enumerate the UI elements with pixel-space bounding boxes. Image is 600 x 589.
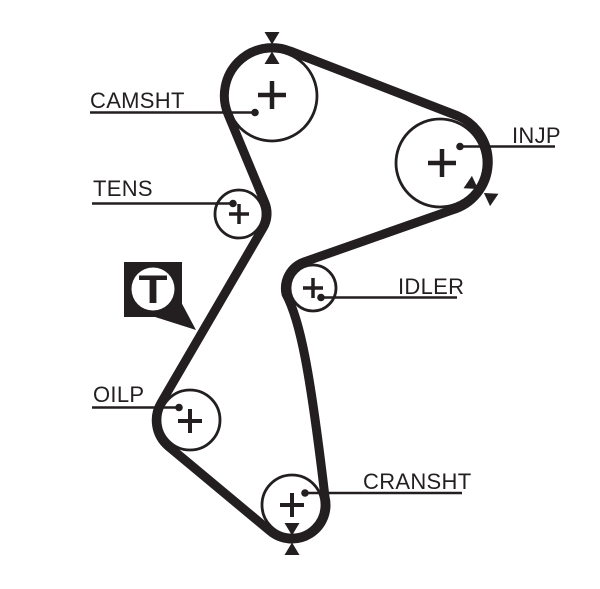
idler-crosshair-icon <box>303 278 323 298</box>
oil-pump-label: OILP <box>93 382 144 407</box>
tension-icon-letter: T <box>139 268 168 312</box>
injection-pump-crosshair-icon <box>428 149 456 177</box>
tension-icon-circle <box>131 267 175 311</box>
camshaft-leader-dot <box>251 108 259 117</box>
injection-pump-label-group: INJP <box>456 123 561 151</box>
tensioner-label: TENS <box>93 176 153 201</box>
idler-label-group: IDLER <box>317 274 464 302</box>
camshaft-label: CAMSHT <box>90 88 185 113</box>
tension-t-icon: T <box>124 262 196 330</box>
crankshaft-crosshair-icon <box>280 493 304 517</box>
idler-label: IDLER <box>398 274 464 299</box>
crankshaft-leader-dot <box>301 489 309 497</box>
crankshaft-label-group: CRANSHT <box>301 469 471 497</box>
camshaft-crosshair-icon <box>258 81 286 109</box>
timing-belt <box>151 43 493 544</box>
oil-pump-label-group: OILP <box>92 382 183 412</box>
tensioner-crosshair-icon <box>229 204 249 224</box>
camshaft-timing-mark-icon <box>264 32 280 64</box>
tensioner-leader-dot <box>229 199 237 208</box>
oil-pump-leader-dot <box>175 403 183 412</box>
tensioner-label-group: TENS <box>92 176 237 208</box>
idler-leader-dot <box>317 293 325 302</box>
camshaft-label-group: CAMSHT <box>90 88 259 117</box>
injection-pump-leader-dot <box>456 142 464 151</box>
crankshaft-timing-mark-icon <box>284 523 300 555</box>
injection-pump-timing-mark-icon <box>463 175 499 207</box>
crankshaft-label: CRANSHT <box>363 469 471 494</box>
oil-pump-crosshair-icon <box>178 409 202 433</box>
injection-pump-label: INJP <box>512 123 561 148</box>
